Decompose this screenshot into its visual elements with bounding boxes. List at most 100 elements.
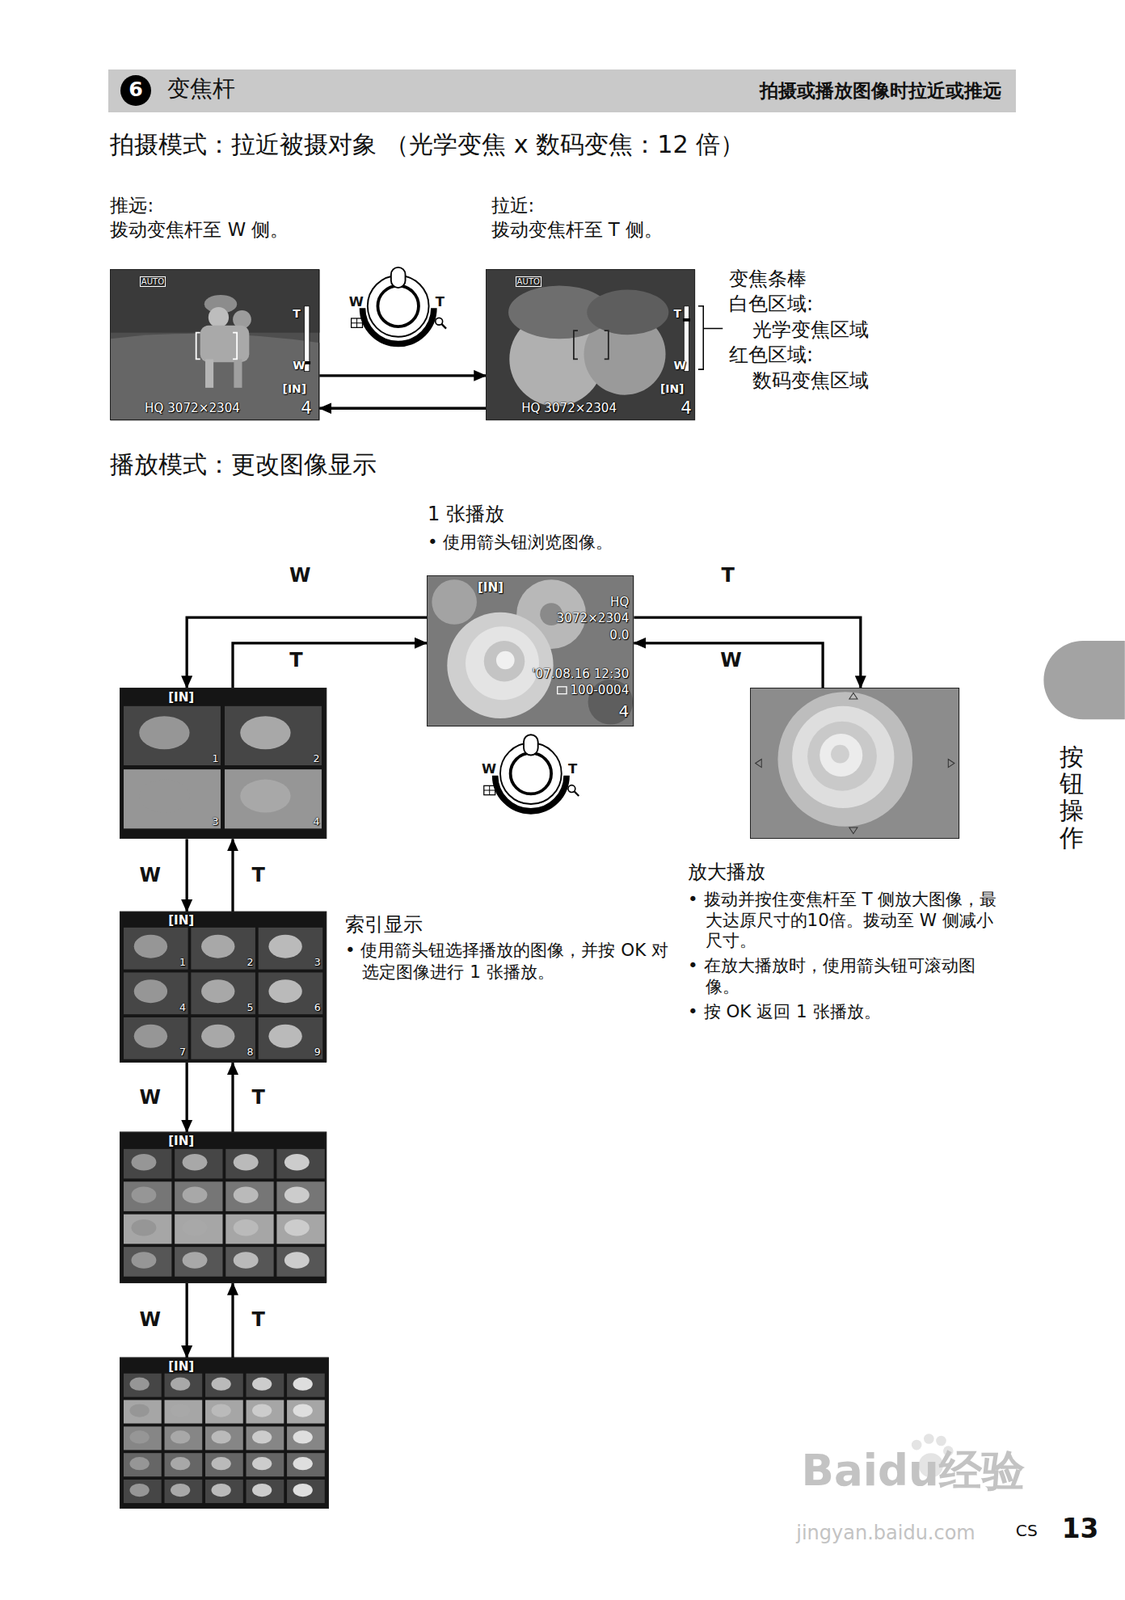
lcd-screen-tele: AUTOTW[IN]HQ 3072×23044 bbox=[485, 269, 696, 421]
section-number-circle: 6 bbox=[120, 75, 152, 106]
node-text: 6 bbox=[314, 1001, 321, 1014]
index-thumbnails bbox=[164, 1400, 203, 1425]
node-text: 1 bbox=[211, 752, 219, 765]
index-thumbnails bbox=[225, 1181, 274, 1212]
note-text: • 使用箭头钮选择播放的图像，并按 OK 对选定图像进行 1 张播放。 bbox=[345, 939, 675, 984]
zoom-lever-icon bbox=[484, 734, 579, 812]
index-thumbnails bbox=[174, 1247, 223, 1277]
step-heading: 推远: bbox=[109, 193, 154, 217]
node-text: T bbox=[292, 307, 300, 321]
index-thumbnails bbox=[201, 935, 235, 959]
index-thumbnails bbox=[182, 1154, 208, 1172]
node-text: • 按 OK 返回 1 张播放。 bbox=[687, 1001, 1007, 1023]
index-thumbnails bbox=[123, 1426, 162, 1450]
lcd-photo-single bbox=[426, 575, 634, 727]
index-thumbnails bbox=[211, 1430, 232, 1444]
flow-arrow bbox=[231, 1283, 234, 1358]
index-thumbnails bbox=[123, 706, 221, 766]
node-text: 9 bbox=[314, 1045, 321, 1058]
lever-side-label: T bbox=[435, 294, 445, 312]
index-thumbnails bbox=[268, 1024, 302, 1049]
node-text: 变焦杆 bbox=[167, 75, 236, 102]
index-thumbnails bbox=[286, 1400, 325, 1425]
index-screen-ground bbox=[119, 687, 329, 1509]
index-thumbnails bbox=[190, 972, 256, 1015]
edge-label: T bbox=[249, 1309, 266, 1331]
index-screen-ground bbox=[119, 911, 327, 1063]
index-thumbnails bbox=[205, 1453, 244, 1477]
node-text: 3 bbox=[314, 956, 321, 969]
flow-arrow bbox=[185, 1062, 189, 1133]
lcd-screen-zoom-play: 放大播放• 拨动并按住变焦杆至 T 侧放大图像，最大达原尺寸的10倍。拨动至 W… bbox=[750, 687, 960, 839]
node-text: 3 bbox=[211, 815, 219, 828]
node-text: 1 bbox=[179, 956, 186, 969]
index-thumbnails bbox=[246, 1479, 285, 1504]
lcd-photo-wide bbox=[196, 332, 238, 360]
watermark: Baidu经验 bbox=[801, 1444, 1025, 1498]
index-thumbnails bbox=[225, 1247, 274, 1277]
node-text: • 在放大播放时，使用箭头钮可滚动图像。 bbox=[687, 955, 1007, 998]
index-thumbnails bbox=[293, 1377, 313, 1391]
edge-label: T bbox=[287, 649, 304, 671]
lcd-photo-zoom bbox=[750, 687, 960, 839]
section-header-band: 变焦杆拍摄或播放图像时拉近或推远6 bbox=[108, 69, 1016, 113]
index-thumbnails bbox=[123, 769, 221, 829]
node-text: T bbox=[673, 307, 681, 321]
index-thumbnails bbox=[123, 927, 323, 1060]
index-thumbnails bbox=[284, 1154, 310, 1172]
index-thumbnails bbox=[284, 1186, 310, 1204]
lcd-photo-zoom bbox=[819, 733, 863, 777]
node-text: W bbox=[292, 358, 305, 373]
index-thumbnails bbox=[123, 1479, 162, 1504]
leader-line bbox=[698, 306, 723, 370]
index-thumbnails bbox=[123, 1453, 162, 1477]
node-text: 5 bbox=[246, 1001, 253, 1014]
index-thumbnails bbox=[123, 1373, 325, 1504]
index-thumbnails bbox=[246, 1400, 285, 1425]
node-text: 1 张播放 bbox=[427, 502, 505, 527]
lcd-photo-zoom bbox=[830, 745, 850, 764]
zoom-lever-icon bbox=[351, 267, 447, 345]
index-thumbnails bbox=[170, 1377, 190, 1391]
index-thumbnails bbox=[129, 1457, 149, 1471]
watermark-paw bbox=[923, 1433, 935, 1445]
index-thumbnails bbox=[225, 1149, 274, 1180]
callout-text: 变焦条棒 bbox=[728, 266, 807, 291]
node-text: • 使用箭头钮浏览图像。 bbox=[427, 531, 614, 553]
node-text: 4 bbox=[313, 815, 321, 828]
lcd-photo-wide bbox=[110, 269, 321, 421]
lcd-photo-zoom bbox=[792, 706, 894, 809]
index-thumbnails bbox=[134, 1024, 168, 1049]
index-thumbnails bbox=[139, 779, 190, 814]
index-thumbnails bbox=[211, 1457, 232, 1471]
lcd-photo-single bbox=[484, 640, 526, 683]
index-thumbnails bbox=[182, 1219, 208, 1237]
index-thumbnails bbox=[174, 1181, 223, 1212]
lcd-photo-zoom bbox=[807, 721, 877, 792]
index-thumbnails bbox=[224, 769, 322, 829]
index-thumbnails bbox=[286, 1479, 325, 1504]
index-thumbnails bbox=[233, 1154, 259, 1172]
index-thumbnails bbox=[131, 1251, 157, 1269]
page-number: 13 bbox=[1061, 1512, 1100, 1547]
lcd-photo-single bbox=[446, 612, 553, 719]
index-thumbnails bbox=[123, 1373, 162, 1398]
lcd-photo-single bbox=[557, 686, 567, 695]
index-thumbnails bbox=[224, 706, 322, 766]
node-text: HQ 3072×2304 bbox=[144, 400, 241, 416]
index-thumbnails bbox=[131, 1219, 157, 1237]
node-text: 0.0 bbox=[609, 627, 629, 643]
index-thumbnails bbox=[170, 1403, 190, 1417]
lcd-photo-single bbox=[496, 651, 515, 670]
index-thumbnails bbox=[182, 1251, 208, 1269]
index-thumbnails bbox=[174, 1214, 223, 1245]
index-thumbnails bbox=[123, 972, 189, 1015]
index-thumbnails bbox=[276, 1181, 325, 1212]
node-text: 4 bbox=[619, 701, 630, 721]
index-thumbnails bbox=[252, 1457, 272, 1471]
index-thumbnails bbox=[123, 706, 322, 830]
index-thumbnails bbox=[258, 1017, 324, 1060]
index-thumbnails bbox=[201, 979, 235, 1003]
node-text: [IN] bbox=[477, 580, 504, 595]
index-thumbnails bbox=[286, 1453, 325, 1477]
